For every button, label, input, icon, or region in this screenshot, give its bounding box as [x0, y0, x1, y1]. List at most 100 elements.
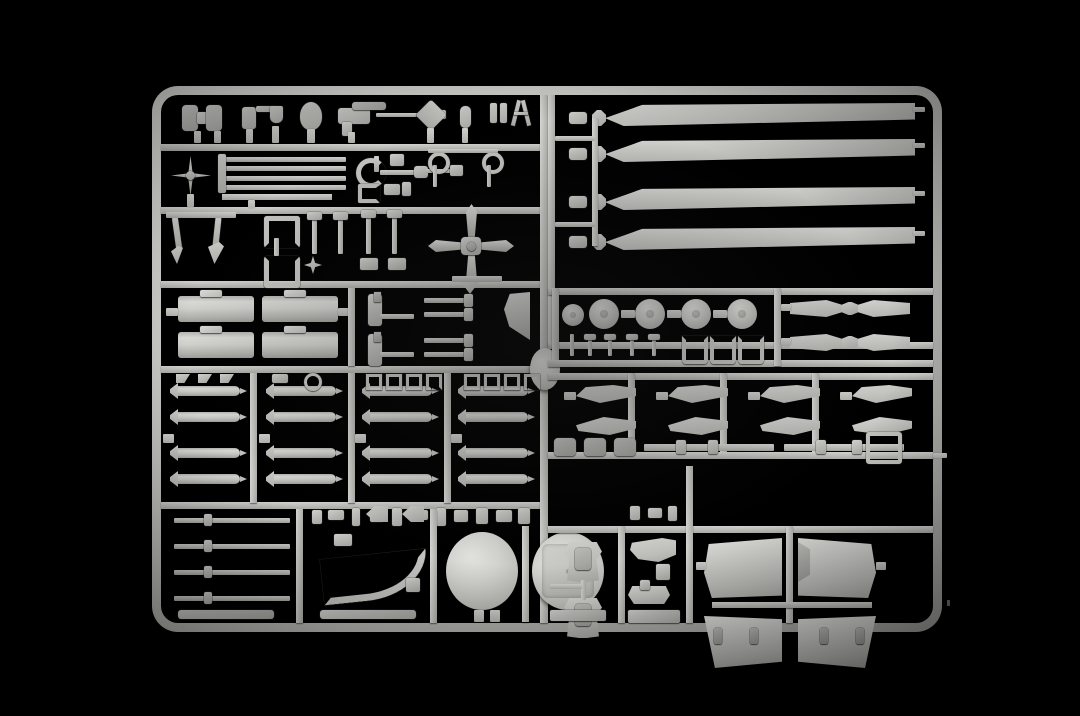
rail-joint: [204, 592, 212, 604]
hellfire-missile: [174, 386, 247, 396]
gate-nub: [781, 304, 791, 311]
small-detail: [352, 508, 360, 526]
skid-part: [178, 610, 274, 619]
tail-rotor-hub-1: [842, 302, 858, 315]
gate-nub: [656, 392, 668, 400]
tank-mount-lug: [284, 326, 306, 333]
strut-head: [361, 210, 376, 218]
shaft-collar: [676, 440, 686, 454]
gate-nub: [667, 310, 681, 318]
shaft-collar: [708, 440, 718, 454]
blade-runner: [166, 212, 236, 218]
sprue-edge-tab: [933, 453, 947, 458]
rotor-hub-center-boss: [467, 242, 476, 251]
pitot-part: [570, 334, 574, 356]
long-rail-part: [224, 157, 346, 162]
gate-nub: [248, 200, 255, 208]
detail-part-oval: [300, 102, 322, 130]
textured-pad-part: [554, 438, 576, 456]
small-detail: [476, 508, 488, 524]
tail-rotor-hub-2: [842, 336, 858, 349]
gate-nub: [246, 129, 253, 143]
gate-nub: [307, 129, 315, 143]
ring-small-part: [304, 373, 322, 391]
blade-root-fitting: [569, 112, 587, 124]
long-rail-part: [224, 166, 346, 171]
blade-root-fitting: [569, 196, 587, 208]
hub-support: [452, 276, 502, 282]
gun-pod-detail: [374, 292, 381, 302]
detail-part-cup: [270, 106, 283, 123]
small-detail: [454, 510, 468, 522]
strut-rod: [424, 312, 468, 317]
long-frame-rail: [174, 544, 290, 549]
gate-nub: [355, 434, 366, 443]
blade-connector-arm: [555, 136, 595, 141]
floor-panel-part: [628, 610, 680, 623]
tank-bay-divider: [348, 288, 355, 366]
seat-bay-divider: [618, 526, 625, 623]
gate-nub: [163, 434, 174, 443]
long-frame-rail: [174, 518, 290, 523]
gate-nub: [621, 310, 635, 318]
seat-runner: [581, 580, 586, 600]
clip-part: [464, 374, 480, 390]
external-fuel-tank-2: [262, 296, 338, 322]
clip-part: [504, 374, 520, 390]
ring-part: [482, 152, 504, 174]
strut-rod: [424, 298, 468, 303]
long-rail-part: [224, 176, 346, 181]
rotor-hub-arm-right: [478, 240, 514, 252]
detail-part-block: [242, 107, 256, 129]
sub-runner: [222, 194, 332, 200]
clip-part: [484, 374, 500, 390]
small-detail: [648, 508, 662, 518]
strut-rod: [424, 352, 468, 357]
rail-joint: [204, 514, 212, 526]
small-detail: [518, 508, 530, 524]
small-block: [384, 184, 400, 195]
panel-bay-divider: [686, 466, 693, 623]
small-detail: [406, 578, 420, 592]
wing-bay-center-spine: [786, 526, 793, 623]
long-frame-rail: [174, 570, 290, 575]
detail-part-clip: [500, 103, 507, 123]
gate-nub: [748, 392, 760, 400]
clip-part: [272, 374, 288, 383]
cross-link: [428, 149, 498, 153]
fork-part: [738, 336, 764, 364]
small-fitting: [360, 258, 378, 270]
gate-nub: [259, 434, 270, 443]
long-frame-rail: [174, 596, 290, 601]
hellfire-missile: [174, 412, 247, 422]
small-detail: [328, 510, 344, 520]
linkage-rod: [380, 170, 416, 175]
stub-wing-upper-left: [704, 538, 782, 598]
gate-nub: [348, 132, 355, 143]
detail-part-clip: [490, 103, 497, 123]
pitot-head: [604, 334, 616, 340]
blade-tip-gate: [913, 231, 925, 236]
blade-root-fitting: [569, 148, 587, 160]
tail-rotor-blade-left-2: [790, 334, 842, 351]
blade-tip-gate: [913, 191, 925, 196]
rotor-hub-arm-left: [428, 240, 464, 252]
hook-stem: [374, 156, 379, 172]
blade-tip-gate: [913, 143, 925, 148]
pitot-part: [588, 338, 592, 356]
tailrotor-bay-divider: [774, 288, 781, 366]
pitot-part: [630, 338, 634, 356]
landing-gear-wheel-4: [727, 299, 757, 329]
gate-nub: [462, 128, 468, 143]
gate-nub: [214, 131, 221, 143]
textured-pad-part: [614, 438, 636, 456]
hellfire-missile: [174, 448, 247, 458]
gun-pod-barrel: [380, 314, 414, 319]
gate-nub: [781, 338, 791, 345]
ring-part: [428, 152, 450, 174]
detail-part-knob: [182, 105, 198, 131]
strut-rod: [424, 338, 468, 343]
shaft-collar: [816, 440, 826, 454]
landing-gear-wheel-3: [681, 299, 711, 329]
